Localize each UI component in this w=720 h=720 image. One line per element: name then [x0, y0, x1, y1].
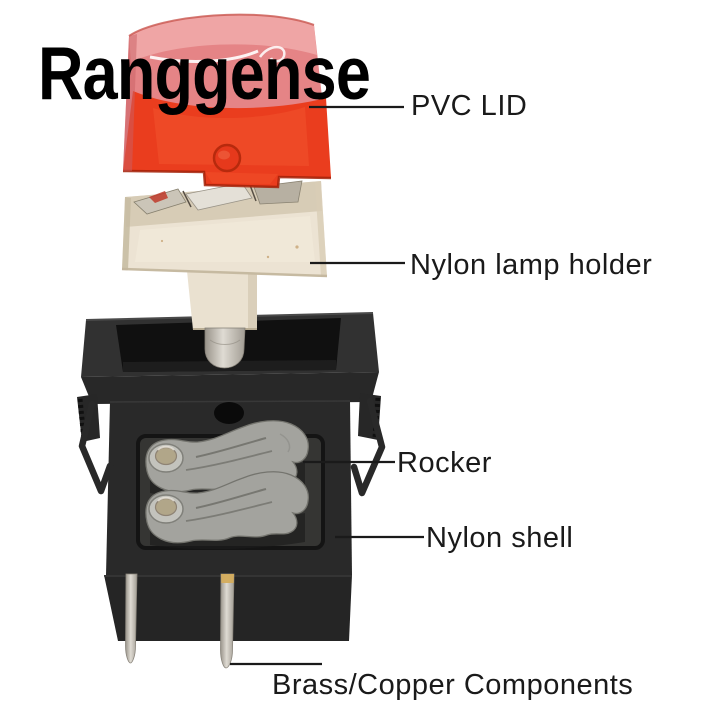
pvc-lid-part — [122, 13, 332, 189]
label-rocker: Rocker — [397, 447, 492, 479]
label-nylon-shell: Nylon shell — [426, 522, 574, 554]
actuator-pin — [204, 327, 246, 369]
rocker-contacts — [145, 420, 309, 544]
brand-logo-text: Ranggense — [38, 31, 371, 115]
label-brass-components: Brass/Copper Components — [272, 669, 634, 701]
pin-left — [125, 573, 138, 664]
pin-center — [220, 573, 235, 669]
left-mounting-clip — [77, 394, 114, 495]
shell-hole — [214, 402, 244, 424]
brass-pins — [125, 573, 235, 669]
label-pvc-lid: PVC LID — [411, 90, 528, 122]
right-mounting-clip — [350, 393, 386, 497]
callout-lines — [230, 105, 424, 666]
label-lamp-holder: Nylon lamp holder — [410, 249, 653, 281]
lid-gloss-swoosh — [149, 45, 286, 64]
lamp-holder-part — [121, 180, 328, 369]
pin-brass-tip — [221, 574, 234, 583]
rocker-contact-bottom — [145, 471, 309, 544]
lid-front-red — [123, 91, 331, 187]
